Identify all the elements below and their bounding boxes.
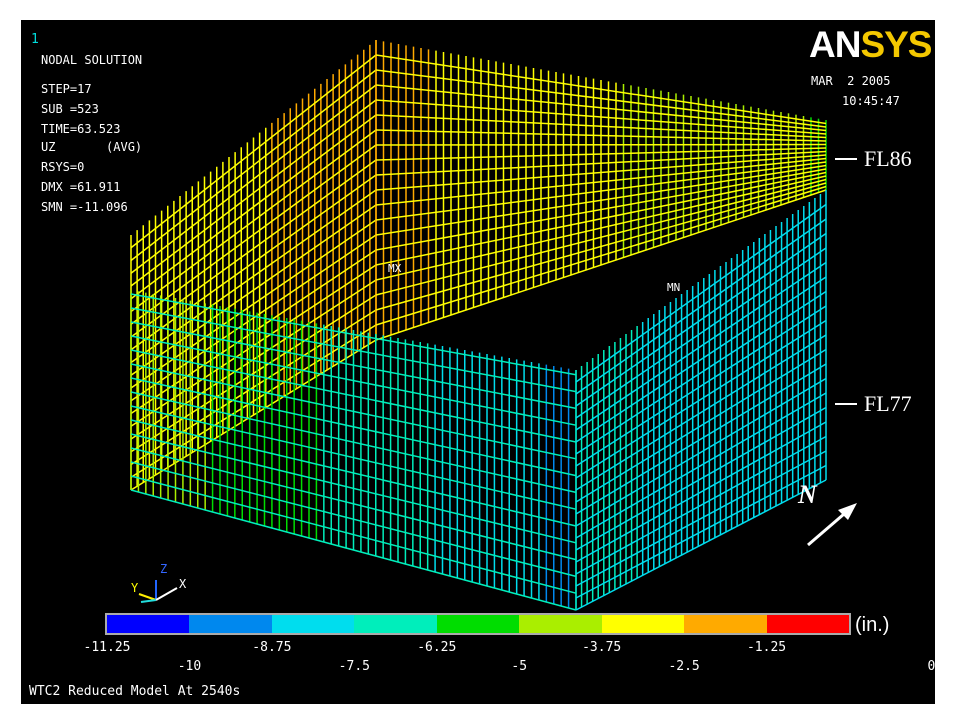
fl86-label: FL86 (864, 146, 912, 171)
legend-tick-top-2: -6.25 (417, 640, 457, 655)
legend-tick-top-4: -1.25 (746, 640, 787, 655)
wireframe-model (130, 40, 827, 611)
max-marker: MX (388, 262, 402, 275)
legend-tick-bottom-4: 0 (927, 659, 935, 674)
legend-tick-top-3: -3.75 (582, 640, 622, 655)
legend-tick-top-0: -11.25 (83, 640, 131, 655)
info-dmx: DMX =61.911 (41, 180, 121, 194)
plot-title: NODAL SOLUTION (41, 53, 143, 67)
color-legend (105, 613, 851, 635)
legend-tick-bottom-2: -5 (511, 659, 528, 674)
legend-tick-bottom-1: -7.5 (338, 659, 370, 674)
legend-swatch-4 (436, 615, 520, 633)
min-marker: MN (667, 281, 681, 294)
time-stamp: 10:45:47 (842, 94, 900, 108)
annotation-lines (807, 158, 857, 547)
axis-y-label: Y (131, 581, 139, 595)
legend-swatch-7 (684, 615, 767, 633)
north-label: N (798, 480, 817, 509)
info-sub: SUB =523 (41, 102, 99, 116)
date-stamp: MAR 2 2005 (811, 74, 891, 88)
axis-triad-icon (138, 580, 178, 603)
legend-swatch-1 (189, 615, 272, 633)
info-time: TIME=63.523 (41, 122, 121, 136)
legend-swatch-8 (766, 615, 849, 633)
fl77-label: FL77 (864, 391, 912, 416)
info-uz: UZ (AVG) (41, 140, 143, 154)
legend-tick-bottom-0: -10 (177, 659, 202, 674)
units-label: (in.) (855, 614, 890, 636)
legend-tick-top-1: -8.75 (252, 640, 292, 655)
footer-caption: WTC2 Reduced Model At 2540s (29, 684, 241, 699)
info-step: STEP=17 (41, 82, 92, 96)
legend-swatch-0 (107, 615, 190, 633)
legend-swatch-2 (271, 615, 355, 633)
axis-z-label: Z (160, 562, 168, 576)
legend-swatch-5 (519, 615, 602, 633)
info-rsys: RSYS=0 (41, 160, 85, 174)
ansys-logo: ANSYS (809, 24, 933, 65)
legend-swatch-3 (354, 615, 437, 633)
legend-swatch-6 (601, 615, 685, 633)
north-arrowhead-icon (838, 503, 857, 520)
legend-tick-bottom-3: -2.5 (668, 659, 700, 674)
info-smn: SMN =-11.096 (41, 200, 128, 214)
plot-number: 1 (31, 32, 39, 47)
axis-x-label: X (179, 577, 187, 591)
plot-window: 1 NODAL SOLUTION STEP=17 SUB =523 TIME=6… (21, 20, 935, 704)
